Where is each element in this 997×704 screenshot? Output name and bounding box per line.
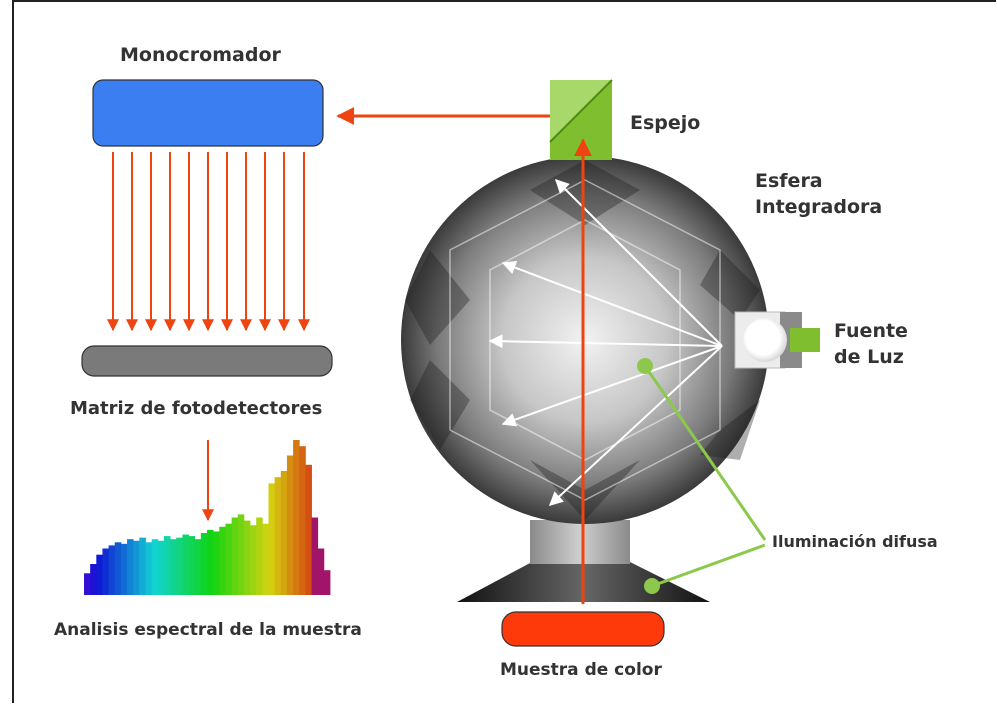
spectrum-bar [102, 548, 109, 595]
spectrum-bar [256, 517, 263, 595]
spectrum-bar [323, 570, 331, 595]
spectrum-bar [262, 523, 269, 595]
diffuse-marker-sphere [637, 358, 653, 374]
spectrum-bar [225, 523, 232, 595]
spectrum-bar [311, 517, 319, 595]
spectrum-bar [84, 573, 91, 595]
spectrum-bar [170, 539, 177, 595]
spectrum-histogram [84, 440, 331, 595]
spectrum-bar [305, 464, 312, 595]
spectrum-bar [182, 534, 189, 595]
sphere-label-line1: Esfera [755, 170, 823, 192]
spectrum-bar [286, 455, 294, 595]
mirror [549, 79, 613, 160]
spectrum-bar [108, 545, 116, 595]
spectrum-bar [163, 536, 171, 595]
spectrum-bar [250, 525, 257, 595]
mirror-label: Espejo [630, 112, 701, 134]
light-source-label-line2: de Luz [834, 346, 904, 368]
spectrum-bar [219, 526, 226, 595]
spectrum-bar [293, 440, 300, 595]
spectrum-bar [127, 539, 134, 595]
diffuse-illumination-label: Iluminación difusa [772, 532, 938, 551]
spectrum-bar [114, 542, 122, 595]
spectrum-bar [200, 533, 208, 595]
spectrum-bar [268, 483, 276, 595]
photodetector-array [81, 345, 333, 377]
spectrum-bar [145, 542, 153, 595]
spectrum-bar [176, 537, 183, 595]
color-sample-label: Muestra de color [500, 660, 662, 680]
spectrum-bar [139, 537, 146, 595]
spectrum-bar [120, 543, 128, 595]
spectrum-bar [151, 539, 159, 595]
monochromator-label: Monocromador [120, 44, 281, 66]
figure-frame [12, 0, 996, 703]
spectrum-bar [90, 564, 97, 595]
spectrum-bar [157, 540, 165, 595]
integrating-sphere [401, 156, 769, 524]
spectrum-bar [299, 446, 306, 595]
light-source-label-line1: Fuente [834, 320, 908, 342]
photodetector-label: Matriz de fotodetectores [70, 398, 323, 419]
spectral-analysis-label: Analisis espectral de la muestra [54, 620, 362, 640]
spectrum-bar [96, 554, 103, 595]
spectrum-bar [317, 548, 325, 595]
spectrum-bar [231, 517, 239, 595]
spectrum-bar [237, 514, 245, 595]
sphere-label-line2: Integradora [755, 196, 883, 218]
spectrum-bar [213, 531, 220, 595]
dispersed-light-arrows [107, 152, 310, 332]
color-sample [501, 611, 665, 647]
monochromator-box [92, 79, 324, 147]
spectrum-bar [274, 477, 282, 595]
spectrum-bar [133, 540, 140, 595]
reflected-rays [488, 179, 723, 506]
spectrum-bar [243, 520, 251, 595]
spectrum-bar [188, 536, 196, 595]
diffuse-illumination-pointers [643, 365, 767, 588]
spectrum-bar [207, 529, 214, 595]
spectrum-bar [194, 539, 202, 595]
spectrum-bar [280, 471, 288, 595]
sphere-neck [530, 520, 630, 564]
diffuse-marker-base [644, 578, 660, 594]
light-source [734, 311, 820, 369]
